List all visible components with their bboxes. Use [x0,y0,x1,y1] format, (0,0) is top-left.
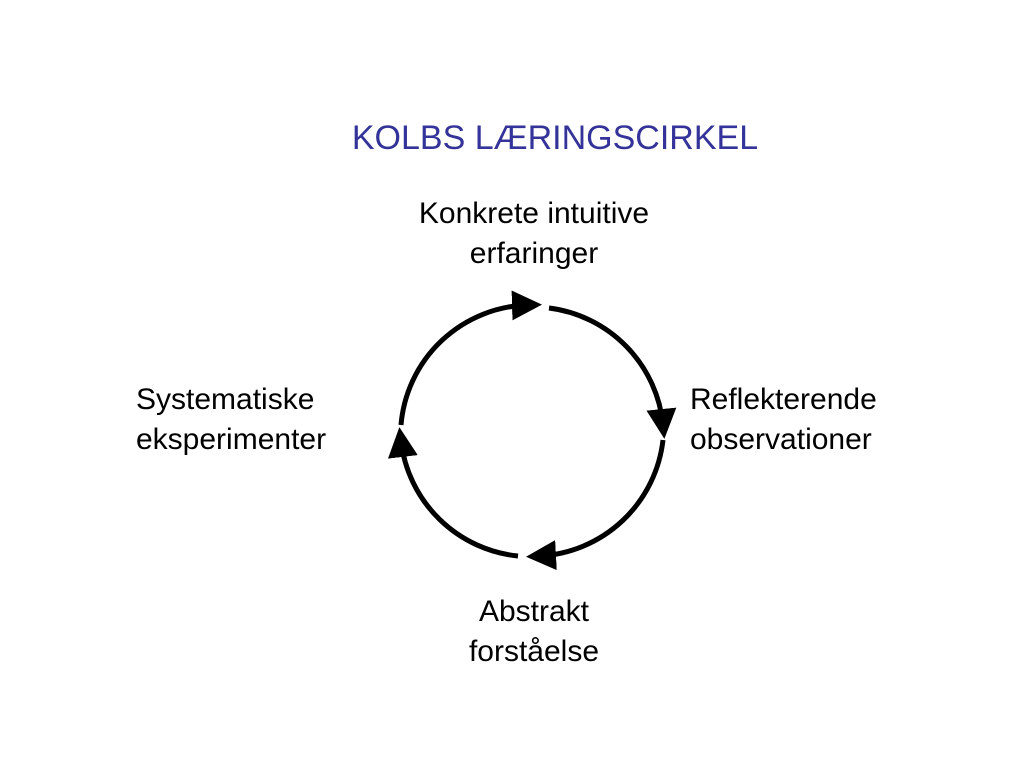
stage-label-line: erfaringer [469,237,599,270]
stage-label-concrete-experience: Konkrete intuitive erfaringer [374,194,694,274]
arrow-top-left-arc [398,290,542,426]
stage-label-active-experimentation: Systematiske eksperimenter [136,380,326,460]
stage-label-line: forståelse [468,635,600,668]
arrow-bottom-right-arc [526,439,666,571]
arrow-top-right-arc [548,305,677,439]
stage-label-line: observationer [690,423,872,456]
stage-label-line: eksperimenter [136,423,327,456]
stage-label-line: Reflekterende [690,383,877,416]
stage-label-line: Systematiske [136,383,315,416]
stage-label-line: Abstrakt [478,595,590,628]
stage-label-reflective-observation: Reflekterende observationer [690,380,877,460]
stage-label-line: Konkrete intuitive [418,197,650,230]
arrow-bottom-left-arc [387,427,519,559]
slide-title: KOLBS LÆRINGSCIRKEL [351,119,759,157]
stage-label-abstract-conceptualization: Abstrakt forståelse [384,592,684,672]
